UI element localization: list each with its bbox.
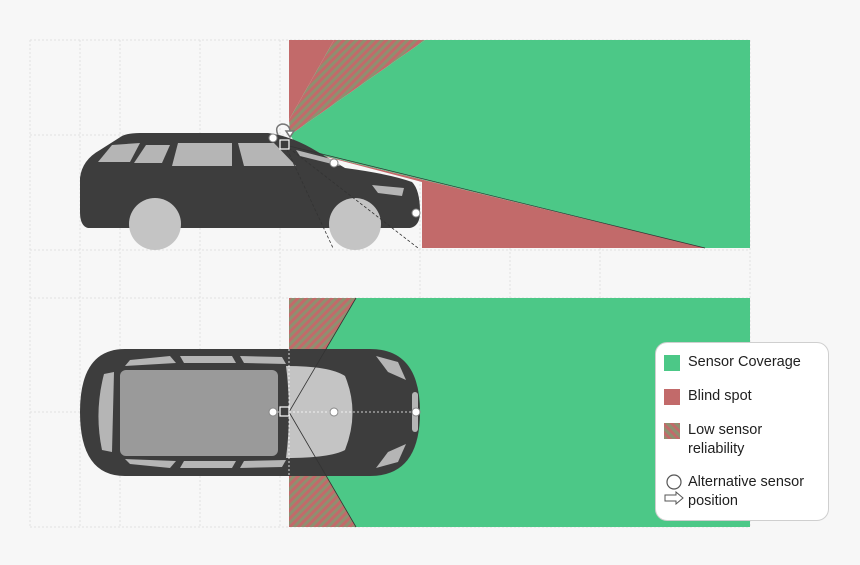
alt-position-side-2	[329, 158, 339, 168]
coverage-area-side	[290, 40, 750, 248]
car-side-window-small	[134, 145, 170, 163]
car-top-window-left-2	[180, 356, 236, 363]
coverage-area-top	[289, 298, 750, 527]
legend-label-coverage: Sensor Coverage	[688, 354, 801, 370]
top-view	[80, 297, 750, 528]
car-top-window-right-2	[180, 461, 236, 468]
alt-position-top-3	[411, 407, 421, 417]
car-top-headlight-right	[376, 444, 406, 468]
arrow-right-icon	[664, 491, 684, 505]
legend-label-alternative: Alternative sensor position	[688, 474, 805, 509]
car-top-window-left-3	[240, 356, 286, 364]
car-top-headlight-left	[376, 356, 406, 380]
car-side-windshield-strip	[296, 150, 340, 166]
legend-label-blind: Blind spot	[688, 388, 752, 404]
car-side-rear-wheel	[129, 198, 181, 250]
coverage-swatch	[664, 355, 680, 371]
low-reliability-swatch	[664, 423, 680, 439]
car-side-window-mid2	[238, 143, 296, 166]
alt-position-side-3	[411, 208, 421, 218]
car-top-window-right-3	[240, 460, 286, 468]
legend-item-alternative: Alternative sensor position	[664, 473, 804, 511]
legend-item-blind: Blind spot	[664, 387, 752, 406]
sensor-top	[279, 406, 290, 417]
car-side-front-wheel	[329, 198, 381, 250]
alt-position-top-1	[268, 407, 278, 417]
side-view	[80, 40, 750, 250]
legend-item-low: Low sensor reliability	[664, 421, 762, 459]
car-side-headlight	[372, 185, 404, 196]
car-side-window-rear	[98, 143, 140, 162]
car-top-window-left-1	[125, 356, 176, 366]
car-side-window-mid	[172, 143, 232, 166]
legend-item-coverage: Sensor Coverage	[664, 353, 801, 372]
alt-position-top-2	[329, 407, 339, 417]
car-top-roof	[120, 370, 278, 456]
car-top-window-right-1	[125, 459, 176, 468]
legend: Sensor Coverage Blind spot Low sensor re…	[655, 342, 829, 521]
alt-position-side-1	[268, 133, 278, 143]
low-reliability-side-upper	[289, 40, 425, 135]
car-top-rear-window	[98, 372, 114, 452]
rotate-arrow-icon	[275, 123, 296, 139]
sensor-side	[279, 139, 290, 150]
circle-icon	[666, 474, 682, 490]
blind-swatch	[664, 389, 680, 405]
legend-label-low: Low sensor reliability	[688, 422, 763, 457]
